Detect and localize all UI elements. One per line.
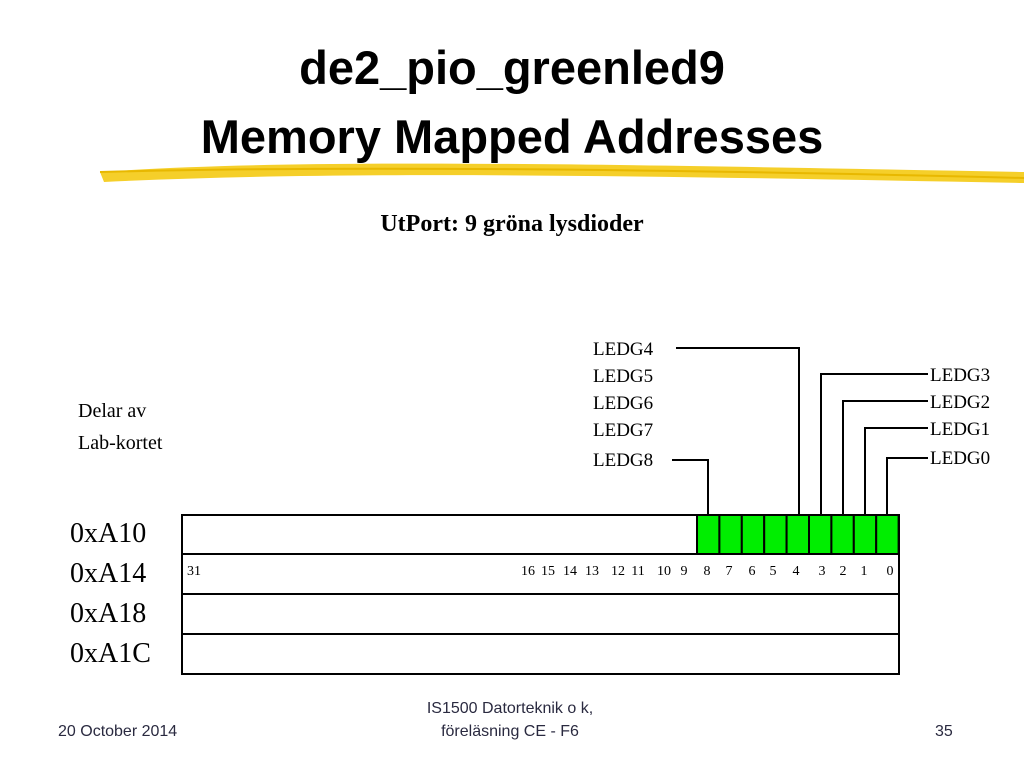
led-label-ledg8: LEDG8 [593,450,654,471]
bit-label-10: 10 [657,564,671,579]
address-0xA14: 0xA14 [70,558,147,589]
led-bit-cell-6 [740,514,766,555]
bit-label-3: 3 [819,564,826,579]
led-bit-cell-3 [808,514,833,555]
led-bit-cell-1 [852,514,878,555]
led-bit-cell-7 [718,514,743,555]
subtitle: UtPort: 9 gröna lysdioder [380,211,644,237]
led-label-ledg1: LEDG1 [930,419,991,440]
led-bit-cell-2 [830,514,855,555]
led-label-ledg3: LEDG3 [930,365,991,386]
leader-line-ledg3 [820,373,928,515]
register-row-0xA18 [181,593,900,635]
caption-line-1: Delar av [78,400,147,422]
led-cells [696,514,900,555]
led-label-ledg0: LEDG0 [930,448,991,469]
address-0xA18: 0xA18 [70,598,147,629]
leader-line-ledg4 [676,347,800,515]
title-highlight-stroke [99,163,1024,183]
footer-date: 20 October 2014 [58,723,178,740]
address-0xA10: 0xA10 [70,518,147,549]
led-label-ledg4: LEDG4 [593,339,654,360]
leader-line-ledg2 [842,400,928,515]
bit-label-2: 2 [840,564,847,579]
bit-label-8: 8 [704,564,711,579]
led-label-ledg6: LEDG6 [593,393,654,414]
bit-label-14: 14 [563,564,577,579]
led-label-ledg2: LEDG2 [930,392,991,413]
register-row-0xA14 [181,553,900,595]
bit-label-0: 0 [887,564,894,579]
register-row-0xA1C [181,633,900,675]
footer-course-line-2: föreläsning CE - F6 [441,723,579,740]
led-bit-cell-0 [875,514,900,555]
bit-label-9: 9 [681,564,688,579]
led-bit-cell-4 [785,514,810,555]
led-bit-cell-5 [763,514,788,555]
bit-label-1: 1 [861,564,868,579]
led-label-ledg7: LEDG7 [593,420,654,441]
led-bit-cell-8 [696,514,721,555]
bit-label-6: 6 [749,564,756,579]
title-line-2: Memory Mapped Addresses [200,110,824,163]
led-label-ledg5: LEDG5 [593,366,654,387]
leader-line-ledg1 [864,427,928,515]
footer-course-line-1: IS1500 Datorteknik o k, [426,700,594,717]
bit-label-13: 13 [585,564,599,579]
bit-label-16: 16 [521,564,535,579]
bit-label-12: 12 [611,564,625,579]
leader-line-ledg0 [886,457,928,515]
bit-label-7: 7 [726,564,733,579]
bit-label-15: 15 [541,564,555,579]
address-0xA1C: 0xA1C [70,638,151,669]
bit-label-11: 11 [631,564,644,579]
caption-line-2: Lab-kortet [78,432,163,454]
footer-page-number: 35 [935,723,953,740]
bit-label-31: 31 [187,564,201,579]
leader-line-ledg8 [672,459,709,515]
bit-label-5: 5 [770,564,777,579]
title-line-1: de2_pio_greenled9 [299,41,725,94]
bit-label-4: 4 [793,564,800,579]
